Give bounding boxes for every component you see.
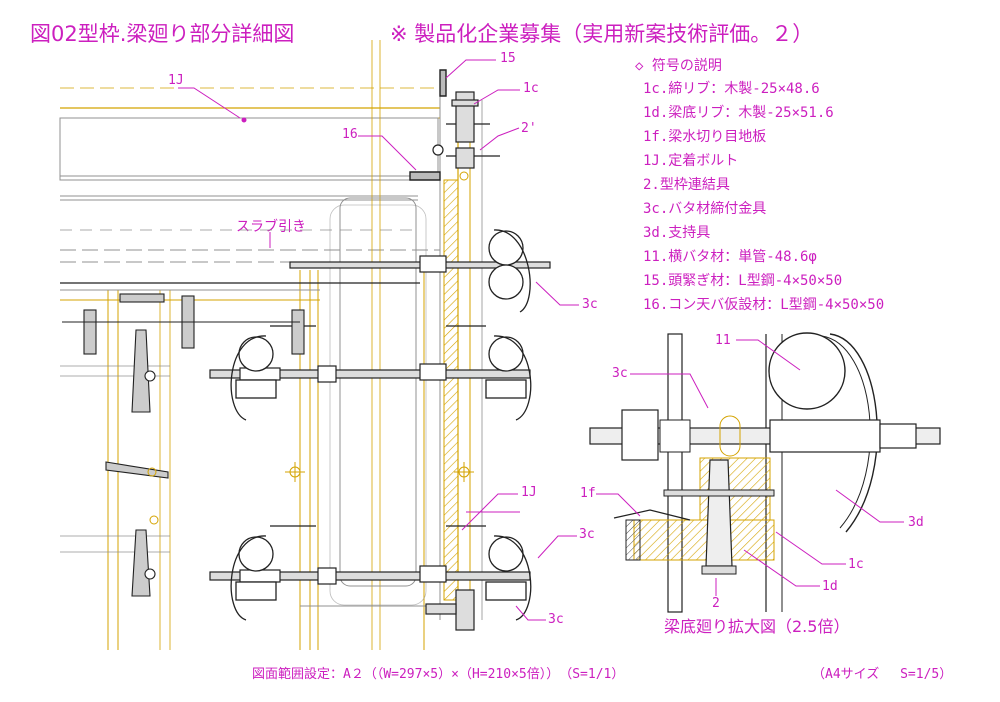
detail-view bbox=[589, 332, 941, 613]
beam-side-form bbox=[59, 40, 483, 650]
legend-item: 16.コン天バ仮設材：L型鋼-4×50×50 bbox=[643, 297, 885, 313]
legend-item: 11.横バタ材：単管-48.6φ bbox=[643, 249, 817, 265]
callout-15: 15 bbox=[500, 51, 516, 66]
legend-item: 2.型枠連結具 bbox=[643, 177, 730, 193]
callout-2-prime: 2' bbox=[521, 121, 537, 136]
legend-item: 1c.締リブ：木製-25×48.6 bbox=[643, 81, 820, 97]
callout-1f: 1f bbox=[580, 486, 596, 501]
legend-item: 1f.梁水切り目地板 bbox=[643, 129, 767, 145]
callout-3c-detail: 3c bbox=[612, 366, 628, 381]
tie-bolts bbox=[209, 123, 551, 585]
drawing-subtitle: ※ 製品化企業募集（実用新案技術評価。２） bbox=[390, 22, 814, 46]
legend-item: 1J.定着ボルト bbox=[643, 153, 739, 169]
footer-scale: （A4サイズ S=1/5） bbox=[812, 667, 953, 682]
callout-slab-pull: スラブ引き bbox=[236, 219, 306, 235]
legend-heading: ◇ 符号の説明 bbox=[635, 58, 722, 74]
callout-11: 11 bbox=[715, 333, 731, 348]
angle-bracket-top bbox=[409, 69, 447, 181]
legend-item: 3c.バタ材締付金具 bbox=[643, 201, 767, 217]
callout-3d: 3d bbox=[908, 515, 924, 530]
callout-3c-b: 3c bbox=[579, 527, 595, 542]
callout-2-detail: 2 bbox=[712, 596, 720, 611]
callout-3c-c: 3c bbox=[548, 612, 564, 627]
pipe-clamps bbox=[230, 229, 532, 621]
callout-1j-mid: 1J bbox=[521, 485, 537, 500]
callout-16: 16 bbox=[342, 127, 358, 142]
callout-1j-top: 1J bbox=[168, 73, 184, 88]
legend-item: 1d.梁底リブ：木製-25×51.6 bbox=[643, 105, 834, 121]
legend-item: 15.頭緊ぎ材：L型鋼-4×50×50 bbox=[643, 273, 843, 289]
footer-range: 図面範囲設定：A２（（W=297×5）×（H=210×5倍）） （S=1/1） bbox=[252, 667, 625, 682]
callout-3c-a: 3c bbox=[582, 297, 598, 312]
upper-bolts bbox=[425, 91, 479, 631]
leader-lines bbox=[178, 59, 904, 621]
legend-item: 3d.支持具 bbox=[643, 225, 711, 241]
callout-1d: 1d bbox=[822, 579, 838, 594]
drawing-title: 図02型枠.梁廻り部分詳細図 bbox=[30, 22, 295, 46]
callout-1c-detail: 1c bbox=[848, 557, 864, 572]
center-marks bbox=[147, 117, 474, 525]
detail-caption: 梁底廻り拡大図（2.5倍） bbox=[664, 617, 850, 636]
callout-1c-top: 1c bbox=[523, 81, 539, 96]
lower-left-ties bbox=[62, 293, 305, 597]
